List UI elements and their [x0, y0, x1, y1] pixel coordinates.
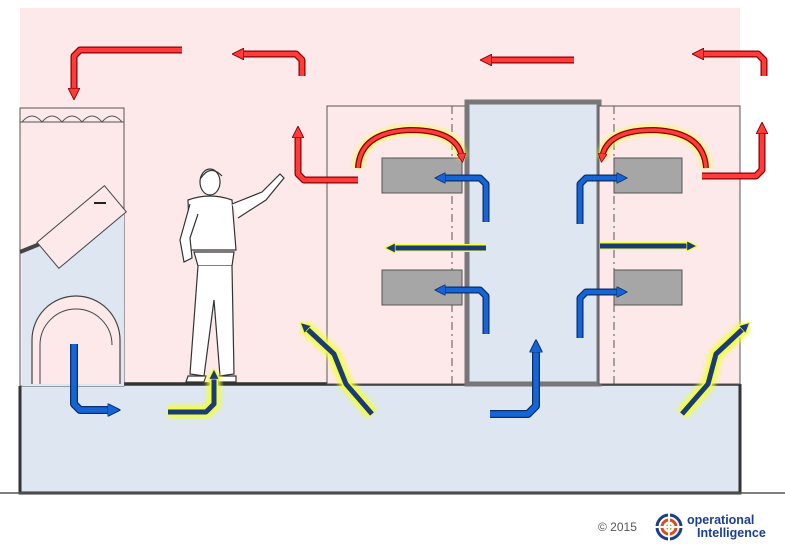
brand-line-2: Intelligence — [697, 526, 766, 540]
target-logo-icon — [655, 513, 683, 541]
hot-air-recirculation-left — [353, 125, 467, 169]
hot-air-left-rack-exhaust — [298, 132, 358, 184]
hot-air-right-rack-exhaust — [702, 128, 762, 180]
cold-air-lower-right-intake — [576, 292, 622, 338]
hot-air-right-return — [698, 54, 768, 76]
server-lower-right — [613, 269, 683, 306]
brand-logo[interactable]: operational Intelligence — [655, 512, 766, 542]
contained-cold-aisle — [464, 99, 602, 387]
brand-line-1: operational — [687, 513, 755, 527]
hot-air-return-to-crah — [74, 46, 182, 94]
server-upper-right — [613, 157, 683, 194]
cold-air-crah-discharge — [70, 344, 114, 410]
bypass-floor-leak-person — [168, 374, 221, 419]
cold-air-arrows — [70, 178, 622, 418]
cold-air-upper-right-intake — [576, 178, 622, 224]
floor-plenum — [20, 384, 740, 493]
cold-air-lower-left-intake — [440, 290, 490, 334]
brand-name: operational Intelligence — [687, 514, 766, 540]
bypass-floor-leak-right-rack — [676, 320, 746, 419]
cold-air-upper-left-intake — [440, 178, 490, 222]
hot-air-upper-return — [238, 54, 306, 76]
bypass-air-arrows — [168, 239, 746, 419]
hot-air-recirculation-right — [597, 125, 711, 169]
copyright-text: © 2015 — [598, 520, 637, 534]
person-pointing-icon — [179, 168, 285, 383]
crah-unit-icon — [19, 107, 127, 387]
bypass-floor-leak-left-rack — [304, 320, 378, 419]
hot-air-arrows — [74, 46, 768, 184]
cold-air-floor-to-aisle — [490, 346, 536, 418]
